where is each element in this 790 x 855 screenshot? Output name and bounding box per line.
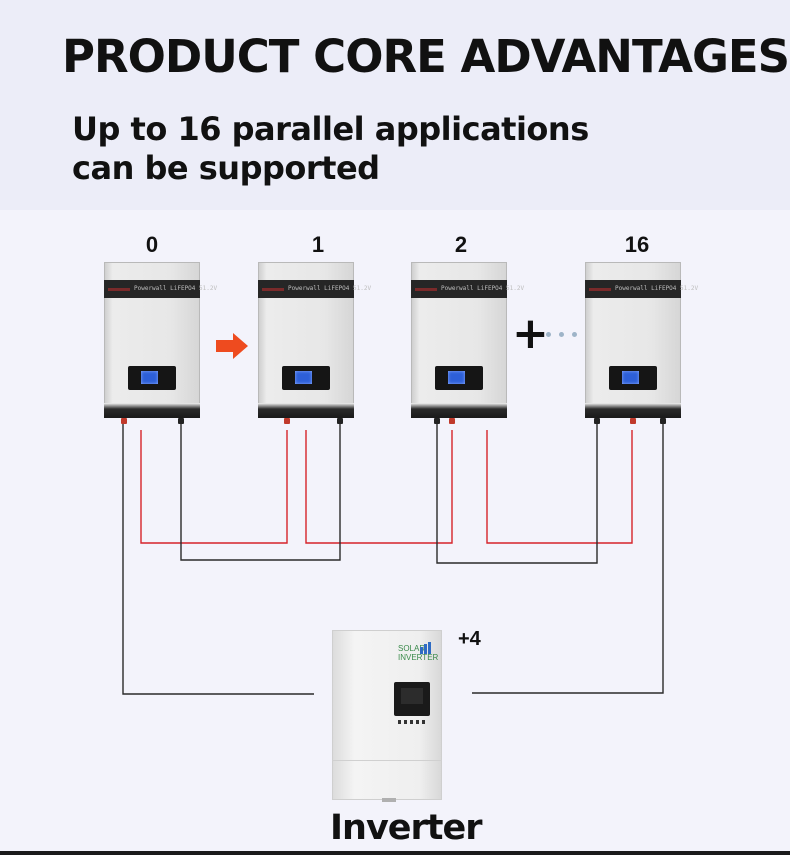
negative-wire-2-16: [436, 422, 598, 564]
ellipsis-dots-icon: [546, 332, 551, 337]
battery-lcd: [435, 366, 483, 390]
battery-brand-mark: [415, 288, 437, 291]
negative-terminal: [337, 418, 343, 424]
battery-lcd-screen: [295, 371, 312, 384]
plus-icon: +: [512, 308, 549, 359]
battery-lcd-screen: [622, 371, 639, 384]
battery-lcd: [609, 366, 657, 390]
battery-base: [258, 403, 354, 418]
battery-band: Powerwall LiFEPO4 51.2V: [258, 280, 371, 298]
inverter-foot: [382, 798, 396, 802]
battery-lcd-screen: [141, 371, 158, 384]
positive-wire-0-1: [140, 430, 288, 544]
positive-terminal: [121, 418, 127, 424]
ellipsis-dot: [572, 332, 577, 337]
battery-unit-2: Powerwall LiFEPO4 51.2V: [411, 262, 524, 424]
positive-terminal: [630, 418, 636, 424]
battery-unit-16: Powerwall LiFEPO4 51.2V: [585, 262, 698, 424]
battery-index-16: 16: [624, 232, 650, 257]
negative-terminal: [594, 418, 600, 424]
battery-unit-0: Powerwall LiFEPO4 51.2V: [104, 262, 217, 424]
battery-brand-mark: [262, 288, 284, 291]
battery-index-0: 0: [145, 232, 159, 257]
negative-wires: [122, 422, 664, 695]
inverter-panel-seam: [332, 760, 442, 761]
inverter-brand-line-2: INVERTER: [398, 653, 439, 662]
battery-model-text: Powerwall LiFEPO4 51.2V: [134, 285, 218, 292]
positive-wire-2-16: [486, 430, 633, 544]
battery-base: [411, 403, 507, 418]
battery-band: Powerwall LiFEPO4 51.2V: [104, 280, 217, 298]
battery-base: [104, 403, 200, 418]
battery-unit-1: Powerwall LiFEPO4 51.2V: [258, 262, 371, 424]
negative-terminal: [178, 418, 184, 424]
positive-terminal: [284, 418, 290, 424]
inverter-quantity-badge: +4: [458, 628, 481, 650]
battery-band: Powerwall LiFEPO4 51.2V: [585, 280, 698, 298]
negative-wire-0-1: [180, 422, 341, 561]
battery-lcd: [128, 366, 176, 390]
battery-lcd-screen: [448, 371, 465, 384]
page-subtitle: Up to 16 parallel applications can be su…: [72, 110, 672, 188]
subtitle-line-2: can be supported: [72, 149, 380, 187]
battery-brand-mark: [589, 288, 611, 291]
negative-terminal: [434, 418, 440, 424]
inverter-wire-right: [472, 422, 664, 694]
battery-model-text: Powerwall LiFEPO4 51.2V: [615, 285, 699, 292]
subtitle-line-1: Up to 16 parallel applications: [72, 110, 589, 148]
battery-model-text: Powerwall LiFEPO4 51.2V: [441, 285, 525, 292]
battery-model-text: Powerwall LiFEPO4 51.2V: [288, 285, 372, 292]
inverter-caption: Inverter: [330, 808, 482, 848]
positive-wires: [140, 430, 633, 544]
battery-brand-mark: [108, 288, 130, 291]
inverter-unit: SOLAR INVERTER: [332, 630, 442, 802]
positive-terminal: [449, 418, 455, 424]
inverter-indicator-leds: [398, 720, 426, 724]
bottom-rule: [0, 851, 790, 855]
negative-terminal: [660, 418, 666, 424]
page-title: PRODUCT CORE ADVANTAGES: [62, 30, 790, 83]
battery-index-2: 2: [454, 232, 468, 257]
positive-wire-1-2: [305, 430, 453, 544]
inverter-display: [394, 682, 430, 716]
inverter-brand-line-1: SOLAR: [398, 644, 426, 653]
ellipsis-dot: [559, 332, 564, 337]
inverter-display-screen: [401, 688, 423, 704]
battery-base: [585, 403, 681, 418]
battery-lcd: [282, 366, 330, 390]
battery-index-1: 1: [311, 232, 325, 257]
inverter-wire-left: [122, 422, 314, 695]
right-arrow-icon: [216, 333, 248, 359]
battery-band: Powerwall LiFEPO4 51.2V: [411, 280, 524, 298]
solar-logo-icon: [420, 642, 431, 654]
